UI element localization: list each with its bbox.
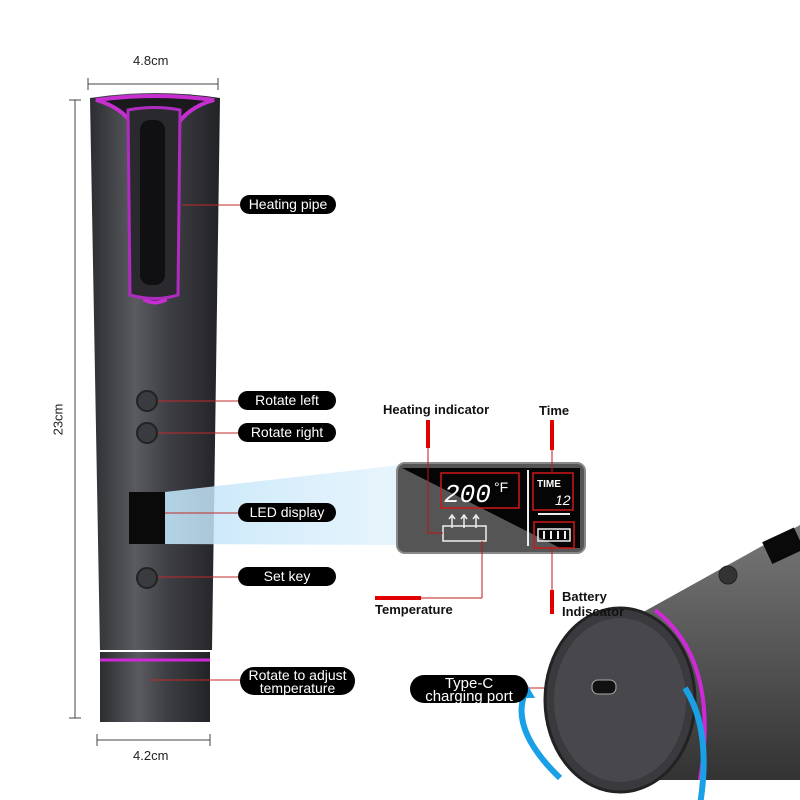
led-display-small: [129, 492, 165, 544]
top-width-dimension: 4.8cm: [133, 53, 169, 68]
rotate-arrow-left: [518, 691, 563, 781]
temperature-readout: 200: [444, 480, 491, 510]
label-battery-indicator: Battery Indiscator: [562, 589, 624, 619]
curler-device: [90, 93, 220, 722]
dimension-lines: [69, 78, 219, 746]
height-dimension: 23cm: [50, 403, 66, 436]
callout-type-c-line1: Type-C: [444, 675, 494, 692]
time-label: TIME: [537, 479, 561, 490]
callout-led-display: LED display: [238, 503, 336, 522]
callout-rotate-right: Rotate right: [238, 423, 336, 442]
curler-device-bottom-view: [516, 525, 800, 800]
battery-indicator-box: [533, 521, 575, 549]
callout-type-c: Type-C charging port: [410, 675, 528, 705]
label-temperature: Temperature: [375, 602, 453, 617]
callout-rotate-adjust-line2: temperature: [259, 680, 336, 696]
label-battery-line2: Indiscator: [562, 604, 625, 619]
callout-set-key: Set key: [238, 567, 336, 586]
callout-heating-pipe: Heating pipe: [240, 195, 336, 214]
set-key-button: [136, 567, 158, 589]
callout-rotate-adjust-line1: Rotate to adjust: [248, 667, 347, 683]
rotate-left-button: [136, 390, 158, 412]
label-heating-indicator: Heating indicator: [383, 402, 490, 417]
temperature-unit: °F: [494, 479, 508, 495]
callout-rotate-adjust: Rotate to adjust temperature: [240, 667, 355, 695]
usb-c-port: [591, 679, 617, 695]
rotate-arrow-right: [682, 686, 707, 800]
bottom-width-dimension: 4.2cm: [133, 748, 169, 763]
rotate-right-button: [136, 422, 158, 444]
callout-rotate-left: Rotate left: [238, 391, 336, 410]
lcd-enlarged: 200 °F TIME 12: [396, 462, 586, 554]
callout-type-c-line2: charging port: [425, 688, 513, 705]
label-time: Time: [539, 403, 570, 418]
time-readout: 12: [555, 492, 571, 508]
label-battery-line1: Battery: [562, 589, 607, 604]
